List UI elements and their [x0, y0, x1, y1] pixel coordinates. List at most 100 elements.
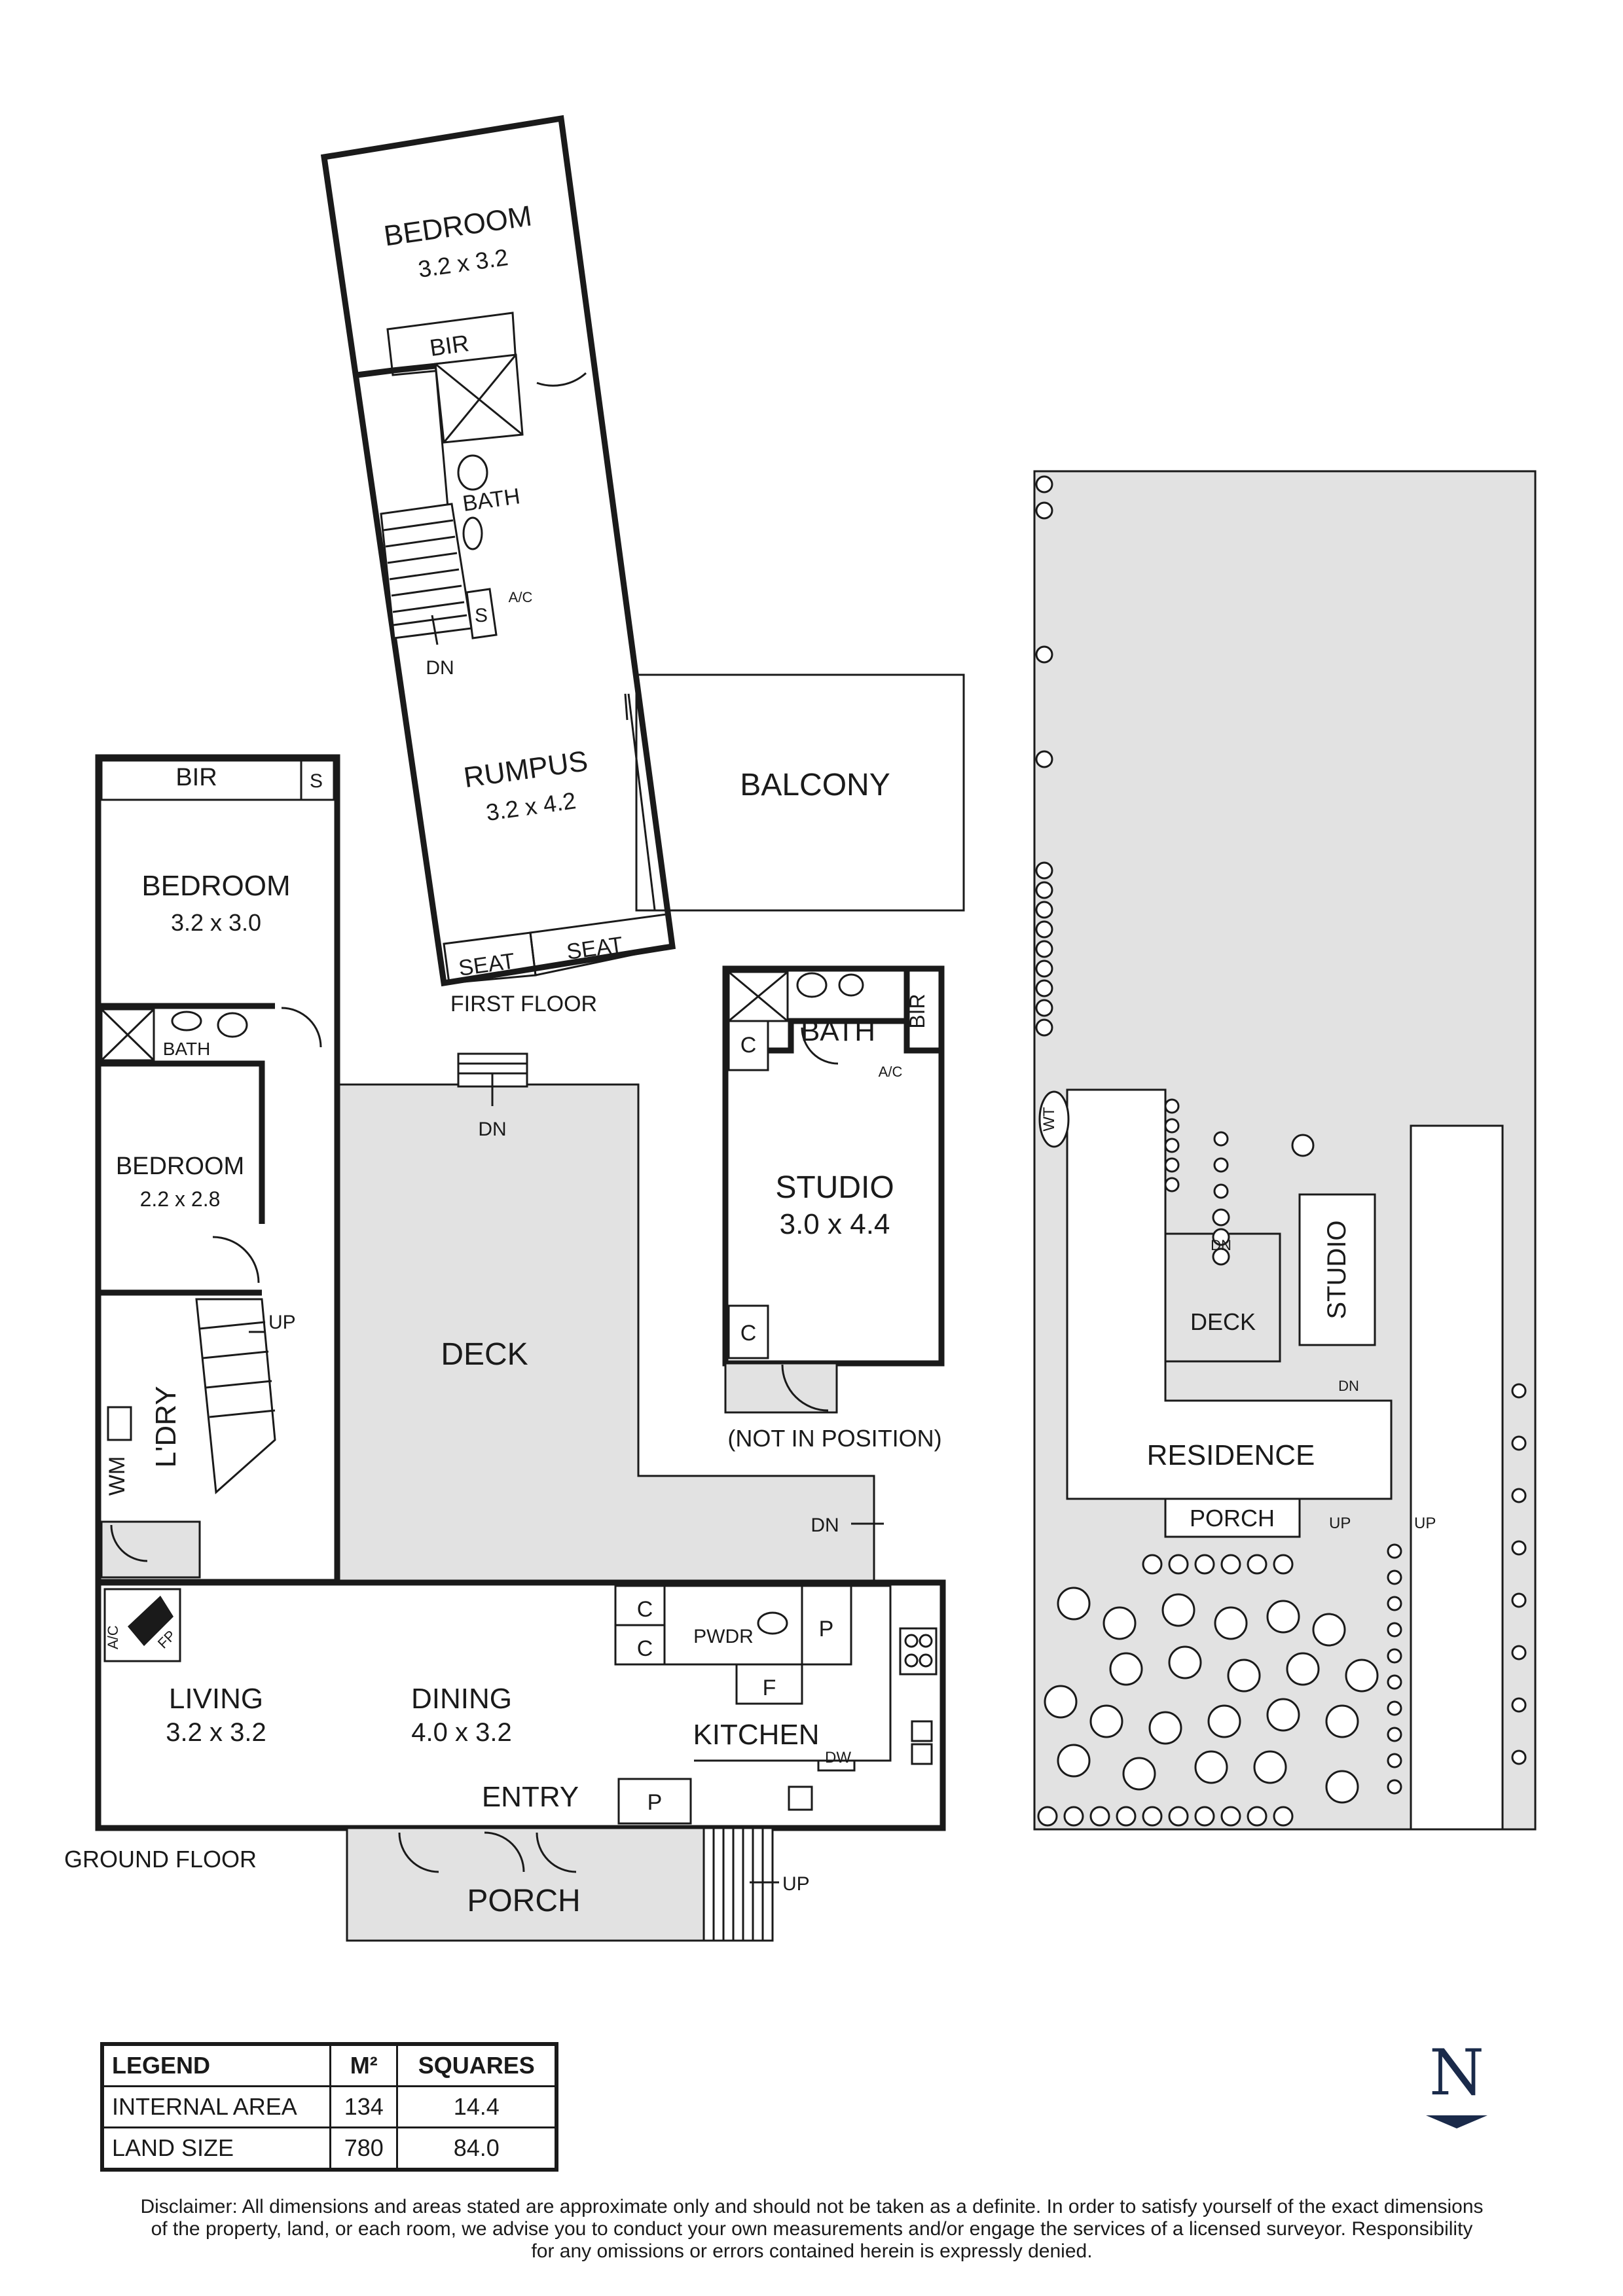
- gf-up-label: UP: [268, 1312, 296, 1333]
- site-plan: WT DN DECK STUDIO DN RESIDENCE PORCH UP …: [1033, 470, 1537, 1831]
- legend-table: LEGEND M² SQUARES INTERNAL AREA 134 14.4…: [100, 2042, 558, 2172]
- kitchen-cupboard-1: [614, 1585, 666, 1626]
- studio-toilet-2: [838, 973, 864, 997]
- site-residence: [1066, 1088, 1393, 1500]
- kitchen-c1-label: C: [637, 1597, 653, 1622]
- wm-label: WM: [105, 1456, 130, 1496]
- dw-label: DW: [825, 1749, 851, 1767]
- site-studio: [1298, 1193, 1376, 1346]
- first-floor-plan: BEDROOM 3.2 x 3.2 BIR BATH S A/C DN RUMP…: [320, 115, 965, 1016]
- legend-header-row: LEGEND M² SQUARES: [101, 2043, 558, 2087]
- legend-row-label: INTERNAL AREA: [101, 2085, 331, 2128]
- first-floor-label: FIRST FLOOR: [450, 992, 597, 1016]
- disclaimer: Disclaimer: All dimensions and areas sta…: [59, 2196, 1565, 2263]
- pwdr-label: PWDR: [693, 1626, 754, 1647]
- studio-bir-label: BIR: [905, 994, 929, 1028]
- gf-s-label: S: [310, 770, 323, 792]
- site-dn2-label: DN: [1338, 1378, 1359, 1394]
- kitchen-pantry: [801, 1585, 852, 1666]
- fb-bedroom-dim: 3.2 x 3.2: [416, 243, 509, 283]
- north-label: N: [1429, 2042, 1484, 2109]
- studio-bath-label: BATH: [801, 1015, 875, 1047]
- cooktop: [899, 1627, 938, 1676]
- rumpus-label-group: RUMPUS 3.2 x 4.2: [462, 745, 590, 826]
- kitchen-label: KITCHEN: [693, 1719, 819, 1751]
- site-porch-label: PORCH: [1190, 1505, 1275, 1532]
- sink-2: [911, 1743, 933, 1765]
- gf-bedroom2-label: BEDROOM: [116, 1153, 244, 1180]
- legend-header-m2: M²: [329, 2043, 399, 2087]
- studio-label: STUDIO: [775, 1170, 894, 1205]
- legend-row: INTERNAL AREA 134 14.4: [101, 2085, 558, 2128]
- gf-toilet: [217, 1012, 248, 1038]
- gf-stairs: [195, 1298, 276, 1495]
- legend-header-squares: SQUARES: [396, 2043, 558, 2087]
- fb-stairs: [380, 503, 473, 645]
- site-porch: [1164, 1498, 1301, 1538]
- site-up1-label: UP: [1329, 1515, 1351, 1532]
- studio-step: [724, 1362, 838, 1414]
- rumpus-dim: 3.2 x 4.2: [484, 787, 577, 826]
- porch-area: [346, 1827, 705, 1942]
- fb-shower-x2: [443, 354, 517, 443]
- washing-machine: [107, 1406, 132, 1441]
- gf-bedroom1-dim: 3.2 x 3.0: [171, 909, 261, 936]
- legend-row-squares: 84.0: [396, 2126, 558, 2171]
- ldry-floor: [100, 1520, 201, 1579]
- seat-label-2: SEAT: [565, 932, 625, 965]
- ac-label: A/C: [105, 1625, 121, 1649]
- studio-c2-box: [727, 1304, 769, 1359]
- fb-s-cupboard: [465, 588, 498, 639]
- kitchen-f-label: F: [763, 1676, 776, 1700]
- gf-bir-box: [100, 759, 335, 801]
- studio-c1-box: [727, 1020, 769, 1071]
- porch-door-1: [398, 1832, 439, 1873]
- ldry-label: L'DRY: [150, 1386, 182, 1468]
- north-arrow-icon: [1426, 2115, 1487, 2128]
- studio-c1-label: C: [740, 1033, 757, 1058]
- fb-bedroom-label: BEDROOM: [382, 200, 534, 252]
- site-deck: [1164, 1232, 1281, 1363]
- deck-label: DECK: [441, 1337, 528, 1372]
- seat-box-2: [529, 913, 674, 977]
- site-driveway: [1410, 1124, 1504, 1831]
- pwdr-toilet: [757, 1611, 788, 1635]
- studio-c2-label: C: [740, 1321, 757, 1346]
- gf-basin: [171, 1011, 202, 1031]
- legend-row-label: LAND SIZE: [101, 2126, 331, 2171]
- studio-outline: [722, 965, 945, 1367]
- studio-entry-door: [781, 1364, 829, 1412]
- studio-dim: 3.0 x 4.4: [780, 1208, 890, 1240]
- gf-bedroom1-label: BEDROOM: [141, 870, 290, 902]
- gf-main-outline: [95, 1579, 946, 1831]
- entry-label: ENTRY: [482, 1781, 579, 1813]
- disclaimer-line-3: for any omissions or errors contained he…: [531, 2240, 1093, 2262]
- rumpus-slider-arrow: [624, 693, 629, 721]
- kitchen-p-label: P: [819, 1617, 834, 1641]
- seat-label-1: SEAT: [457, 948, 517, 981]
- fb-bedroom-label-group: BEDROOM 3.2 x 3.2: [382, 200, 534, 283]
- legend-row-m2: 134: [329, 2085, 399, 2128]
- ground-floor-plan: BIR S BEDROOM 3.2 x 3.0 BATH BEDROOM 2.2…: [64, 754, 946, 1942]
- balcony-label: BALCONY: [740, 768, 890, 802]
- fireplace: [128, 1596, 173, 1646]
- porch-steps: [702, 1827, 774, 1942]
- dw-box: [817, 1759, 856, 1772]
- dining-label: DINING: [411, 1683, 512, 1715]
- deck-area: [336, 1083, 875, 1584]
- gf-bir-label: BIR: [175, 764, 217, 791]
- fb-ac-label: A/C: [509, 589, 533, 605]
- fb-dn-label: DN: [426, 657, 454, 679]
- ldry-door: [110, 1524, 148, 1562]
- site-studio-label: STUDIO: [1322, 1220, 1351, 1319]
- rumpus-slider: [627, 693, 656, 910]
- site-dn1-label: DN: [1211, 1237, 1231, 1253]
- porch-label: PORCH: [467, 1884, 580, 1918]
- fb-toilet: [457, 454, 488, 491]
- balcony-outline: [635, 673, 965, 912]
- gf-bedroom2-dim: 2.2 x 2.8: [140, 1187, 221, 1211]
- kitchen-fridge: [735, 1663, 803, 1705]
- deck-dn-top-label: DN: [478, 1119, 506, 1140]
- gf-shower-x2: [100, 1008, 155, 1062]
